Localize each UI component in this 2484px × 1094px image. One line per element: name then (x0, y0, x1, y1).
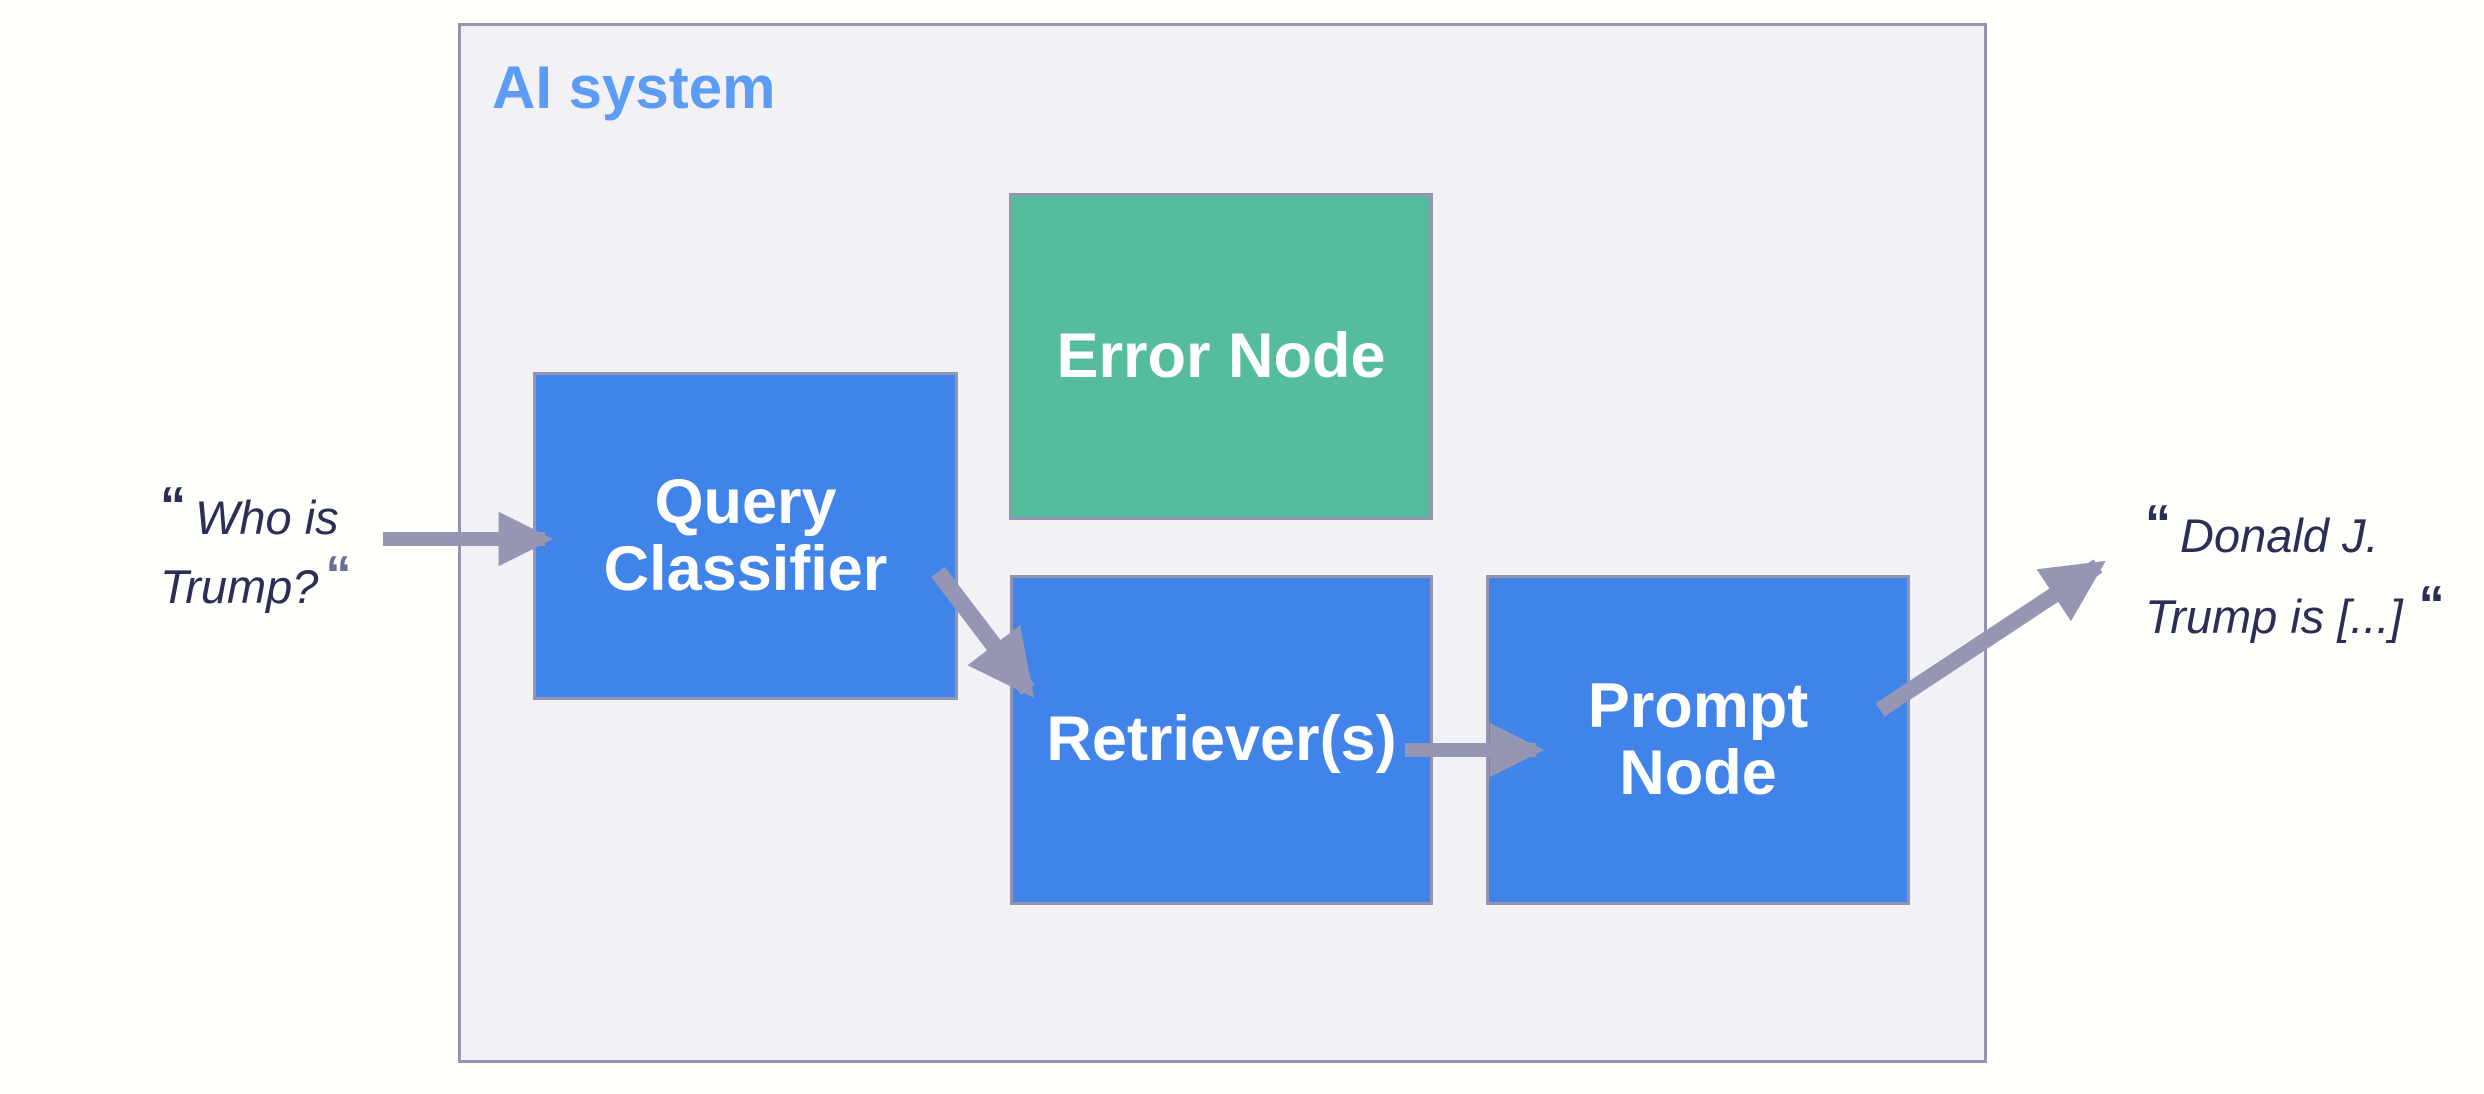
input-close-quote-mark: “ (325, 545, 352, 604)
node-error-label: Error Node (1056, 320, 1386, 391)
node-query-classifier: Query Classifier (533, 372, 958, 700)
node-prompt-node-label: Prompt Node (1587, 670, 1809, 808)
node-prompt-node: Prompt Node (1486, 575, 1910, 905)
output-quote-line-2: Trump is [...] “ (2145, 576, 2445, 657)
output-close-quote-mark: “ (2418, 575, 2445, 634)
input-quote-line-2: Trump?“ (160, 546, 351, 621)
node-error: Error Node (1009, 193, 1433, 520)
input-quote-text-1: Who is (195, 491, 339, 544)
input-quote: “Who is Trump?“ (160, 477, 351, 621)
output-quote-text-2: Trump is [...] (2145, 590, 2403, 643)
node-retrievers: Retriever(s) (1010, 575, 1433, 905)
output-open-quote-mark: “ (2145, 494, 2171, 553)
node-query-classifier-label: Query Classifier (603, 466, 888, 604)
ai-system-label: AI system (492, 54, 776, 121)
input-quote-line-1: “Who is (160, 477, 351, 552)
input-quote-text-2: Trump? (160, 560, 319, 613)
output-quote-text-1: Donald J. (2180, 509, 2379, 562)
output-quote-line-1: “Donald J. (2145, 495, 2445, 576)
node-retrievers-label: Retriever(s) (1046, 704, 1397, 775)
output-quote: “Donald J. Trump is [...]“ (2145, 495, 2445, 657)
input-open-quote-mark: “ (160, 476, 186, 535)
